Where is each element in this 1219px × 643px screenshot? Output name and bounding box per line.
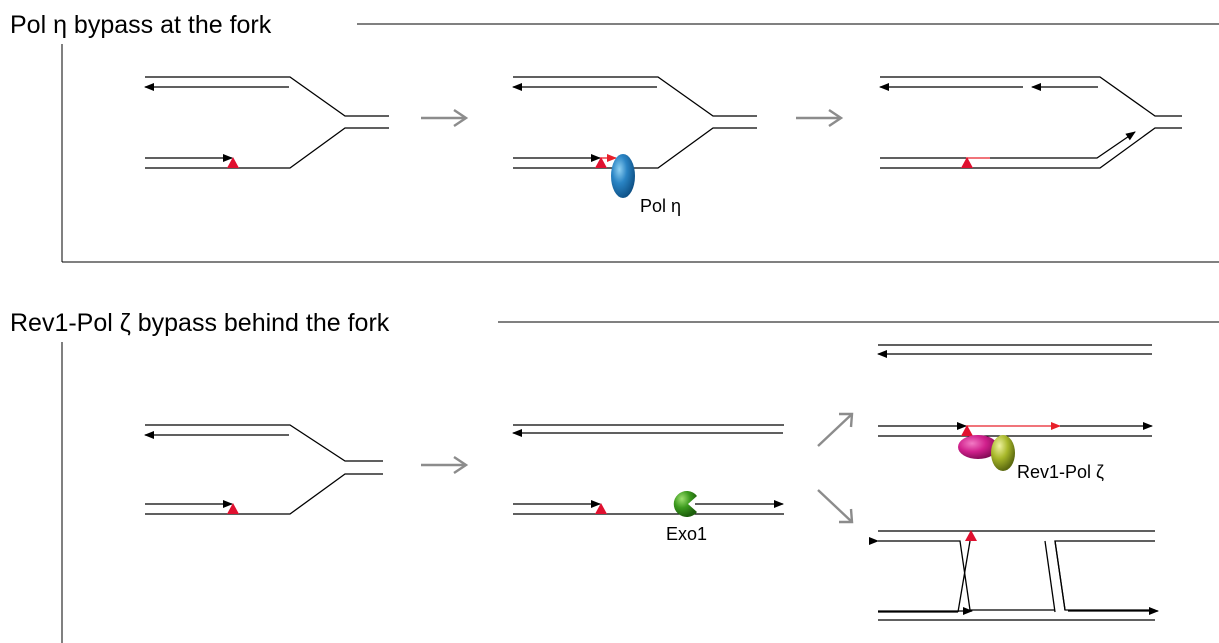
- template-switch: [869, 530, 1159, 621]
- rev1-pol-zeta-label: Rev1-Pol ζ: [1017, 462, 1104, 482]
- pol-eta-label: Pol η: [640, 196, 681, 216]
- pathway-arrow-down-head: [839, 508, 854, 524]
- exo1-label: Exo1: [666, 524, 707, 544]
- dna-lesion-icon: [227, 157, 239, 168]
- parental-strand-upper: [145, 76, 389, 117]
- parental-strand-lower: [145, 127, 389, 169]
- fork-resumed: [879, 76, 1182, 169]
- parental-strand-lower: [145, 473, 383, 515]
- dna-lesion-icon: [961, 425, 973, 436]
- pol-eta-icon: [611, 154, 635, 198]
- strand-invasion-right: [1054, 540, 1066, 611]
- exo1-icon: [673, 491, 697, 517]
- parental-strand-upper: [513, 76, 757, 117]
- parental-strand-lower: [513, 127, 757, 169]
- step-arrow-3-head: [453, 456, 469, 474]
- nascent-strand-right: [1054, 540, 1155, 611]
- strand-invasion-left: [957, 540, 971, 613]
- panel-title-top: Pol η bypass at the fork: [10, 11, 272, 39]
- rev1-icon: [958, 435, 998, 459]
- panel-bottom: Rev1-Pol ζ bypass behind the fork Exo1: [10, 309, 1219, 643]
- tls-rev1-pol-zeta: [877, 344, 1153, 471]
- step-arrow-2-head: [828, 109, 844, 127]
- dna-lesion-icon: [595, 157, 607, 168]
- pathway-arrow-up: [817, 413, 853, 447]
- continued-synthesis-strand: [990, 131, 1136, 159]
- nascent-strand-left: [869, 537, 971, 611]
- strand-invasion-right-2: [1044, 540, 1056, 613]
- parental-strand-lower: [880, 127, 1182, 169]
- fork-pol-eta: [512, 76, 757, 198]
- dna-lesion-icon: [961, 157, 973, 168]
- step-arrow-1-head: [453, 109, 469, 127]
- pol-zeta-icon: [991, 435, 1015, 471]
- pathway-arrow-up-head: [839, 412, 854, 428]
- fork-stalled-top: [144, 76, 389, 169]
- dna-lesion-icon: [965, 530, 977, 541]
- pathway-arrow-down: [817, 489, 853, 523]
- dna-lesion-icon: [227, 503, 239, 514]
- parental-strand-upper: [145, 424, 383, 462]
- panel-top: Pol η bypass at the fork Pol η: [10, 11, 1219, 263]
- dna-lesion-icon: [595, 503, 607, 514]
- parental-strand-upper: [880, 76, 1182, 117]
- post-replicative-gap: [512, 424, 784, 517]
- fork-stalled-bottom: [144, 424, 383, 515]
- panel-title-bottom: Rev1-Pol ζ bypass behind the fork: [10, 309, 390, 337]
